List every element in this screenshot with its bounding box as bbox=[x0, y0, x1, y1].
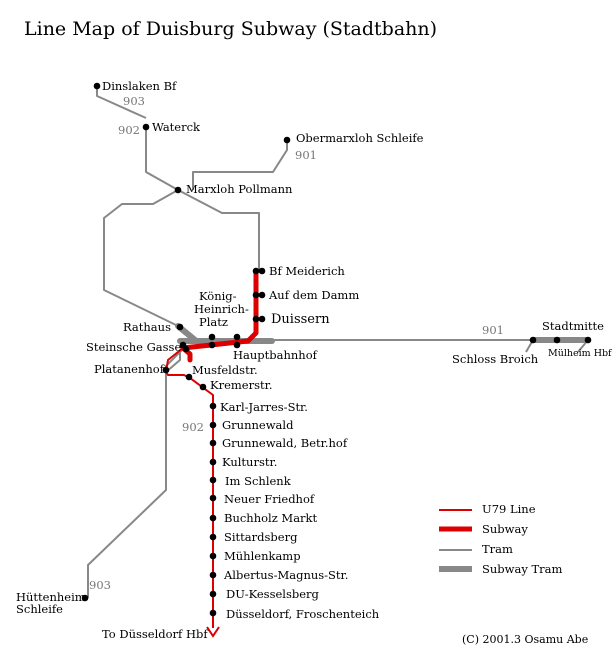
label-buchholz: Buchholz Markt bbox=[224, 511, 318, 525]
legend: U79 Line Subway Tram Subway Tram bbox=[439, 502, 563, 576]
tram-line-marxloh-rathaus bbox=[103, 189, 179, 327]
label-kultur: Kulturstr. bbox=[222, 455, 277, 469]
label-grunnewald: Grunnewald bbox=[222, 418, 294, 432]
line-number-903-north: 903 bbox=[123, 94, 145, 108]
station-marxloh[interactable] bbox=[174, 186, 182, 194]
tram-line-903-north bbox=[96, 86, 147, 119]
station-muelheim[interactable] bbox=[584, 336, 592, 344]
station-sittards[interactable] bbox=[209, 533, 217, 541]
map-title: Line Map of Duisburg Subway (Stadtbahn) bbox=[24, 18, 437, 40]
station-friedhof[interactable] bbox=[209, 494, 217, 502]
station-duissern-2[interactable] bbox=[258, 315, 266, 323]
label-marxloh: Marxloh Pollmann bbox=[186, 182, 293, 196]
subway-trunk bbox=[180, 268, 259, 351]
label-platanenhof: Platanenhof bbox=[94, 362, 165, 376]
station-platanenhof[interactable] bbox=[162, 366, 170, 374]
station-froschen[interactable] bbox=[209, 609, 217, 617]
line-number-901-north: 901 bbox=[295, 148, 317, 162]
station-auf-dem-damm[interactable] bbox=[252, 291, 260, 299]
to-dusseldorf-arrow bbox=[206, 626, 220, 638]
tram-lines bbox=[87, 86, 589, 598]
label-obermarxloh: Obermarxloh Schleife bbox=[296, 131, 424, 145]
tram-line-903-south bbox=[87, 349, 183, 598]
u79-branch-east bbox=[189, 377, 214, 405]
station-stadtmitte[interactable] bbox=[553, 336, 561, 344]
label-grunnewald-betr: Grunnewald, Betr.hof bbox=[222, 436, 348, 450]
station-auf-dem-damm-2[interactable] bbox=[258, 291, 266, 299]
line-number-901-east: 901 bbox=[482, 323, 504, 337]
station-koenig[interactable] bbox=[208, 333, 216, 341]
label-dinslaken: Dinslaken Bf bbox=[102, 79, 177, 93]
label-hauptbahnhof: Hauptbahnhof bbox=[233, 348, 318, 362]
station-steinsche-2[interactable] bbox=[182, 345, 190, 353]
label-waterck: Waterck bbox=[152, 120, 201, 134]
tram-line-marxloh-meiderich bbox=[177, 189, 260, 271]
label-huettenheim-1: Hüttenheim bbox=[16, 590, 86, 604]
label-huettenheim-2: Schleife bbox=[16, 602, 63, 616]
label-froschen: Düsseldorf, Froschenteich bbox=[226, 607, 380, 621]
station-schlenk[interactable] bbox=[209, 476, 217, 484]
label-albertus: Albertus-Magnus-Str. bbox=[223, 568, 348, 582]
station-musfeld[interactable] bbox=[185, 373, 193, 381]
label-kremer: Kremerstr. bbox=[210, 378, 273, 392]
label-karl: Karl-Jarres-Str. bbox=[220, 400, 308, 414]
station-meiderich-2[interactable] bbox=[258, 267, 266, 275]
label-schlenk: Im Schlenk bbox=[225, 474, 292, 488]
tram-line-902-north bbox=[145, 127, 179, 191]
label-duissern: Duissern bbox=[271, 312, 330, 327]
label-koenig-1: König- bbox=[199, 289, 237, 303]
u79-lines bbox=[165, 347, 214, 628]
label-meiderich: Bf Meiderich bbox=[269, 264, 345, 278]
label-muelheim: Mülheim Hbf bbox=[548, 348, 613, 359]
station-rathaus[interactable] bbox=[176, 323, 184, 331]
legend-label-subway-tram: Subway Tram bbox=[482, 562, 563, 576]
label-friedhof: Neuer Friedhof bbox=[224, 492, 315, 506]
station-albertus[interactable] bbox=[209, 571, 217, 579]
station-grunnewald[interactable] bbox=[209, 421, 217, 429]
copyright: (C) 2001.3 Osamu Abe bbox=[462, 633, 588, 646]
station-obermarxloh[interactable] bbox=[283, 136, 291, 144]
line-number-902-south: 902 bbox=[182, 420, 204, 434]
legend-label-u79: U79 Line bbox=[482, 502, 536, 516]
station-schloss[interactable] bbox=[529, 336, 537, 344]
stations bbox=[81, 82, 592, 617]
station-kessels[interactable] bbox=[209, 590, 217, 598]
label-stadtmitte: Stadtmitte bbox=[542, 319, 604, 333]
label-steinsche: Steinsche Gasse bbox=[86, 340, 181, 354]
station-huetten[interactable] bbox=[81, 594, 89, 602]
tram-line-902-south bbox=[165, 350, 181, 373]
station-koenig-2[interactable] bbox=[208, 341, 216, 349]
label-musfeld: Musfeldstr. bbox=[192, 363, 258, 377]
line-number-903-south: 903 bbox=[89, 578, 111, 592]
station-buchholz[interactable] bbox=[209, 514, 217, 522]
legend-label-tram: Tram bbox=[482, 542, 513, 556]
station-dinslaken[interactable] bbox=[93, 82, 101, 90]
station-kultur[interactable] bbox=[209, 458, 217, 466]
label-muehlen: Mühlenkamp bbox=[224, 549, 301, 563]
station-meiderich[interactable] bbox=[252, 267, 260, 275]
label-sittards: Sittardsberg bbox=[224, 530, 298, 544]
label-schloss-broich: Schloss Broich bbox=[452, 352, 539, 366]
station-duissern[interactable] bbox=[252, 315, 260, 323]
label-kessels: DU-Kesselsberg bbox=[226, 587, 320, 601]
station-kremer[interactable] bbox=[199, 383, 207, 391]
tram-line-901-north bbox=[192, 140, 288, 190]
label-koenig-3: Platz bbox=[199, 315, 228, 329]
label-rathaus: Rathaus bbox=[123, 320, 171, 334]
station-grunnewald-betr[interactable] bbox=[209, 439, 217, 447]
station-karl[interactable] bbox=[209, 402, 217, 410]
label-auf-dem-damm: Auf dem Damm bbox=[268, 288, 359, 302]
label-koenig-2: Heinrich- bbox=[194, 302, 249, 316]
station-waterck[interactable] bbox=[142, 123, 150, 131]
station-muehlen[interactable] bbox=[209, 552, 217, 560]
station-hbf[interactable] bbox=[233, 333, 241, 341]
line-number-902-north: 902 bbox=[118, 123, 140, 137]
label-to-dusseldorf: To Düsseldorf Hbf bbox=[102, 627, 208, 641]
legend-label-subway: Subway bbox=[482, 522, 528, 536]
station-hbf-2[interactable] bbox=[233, 341, 241, 349]
